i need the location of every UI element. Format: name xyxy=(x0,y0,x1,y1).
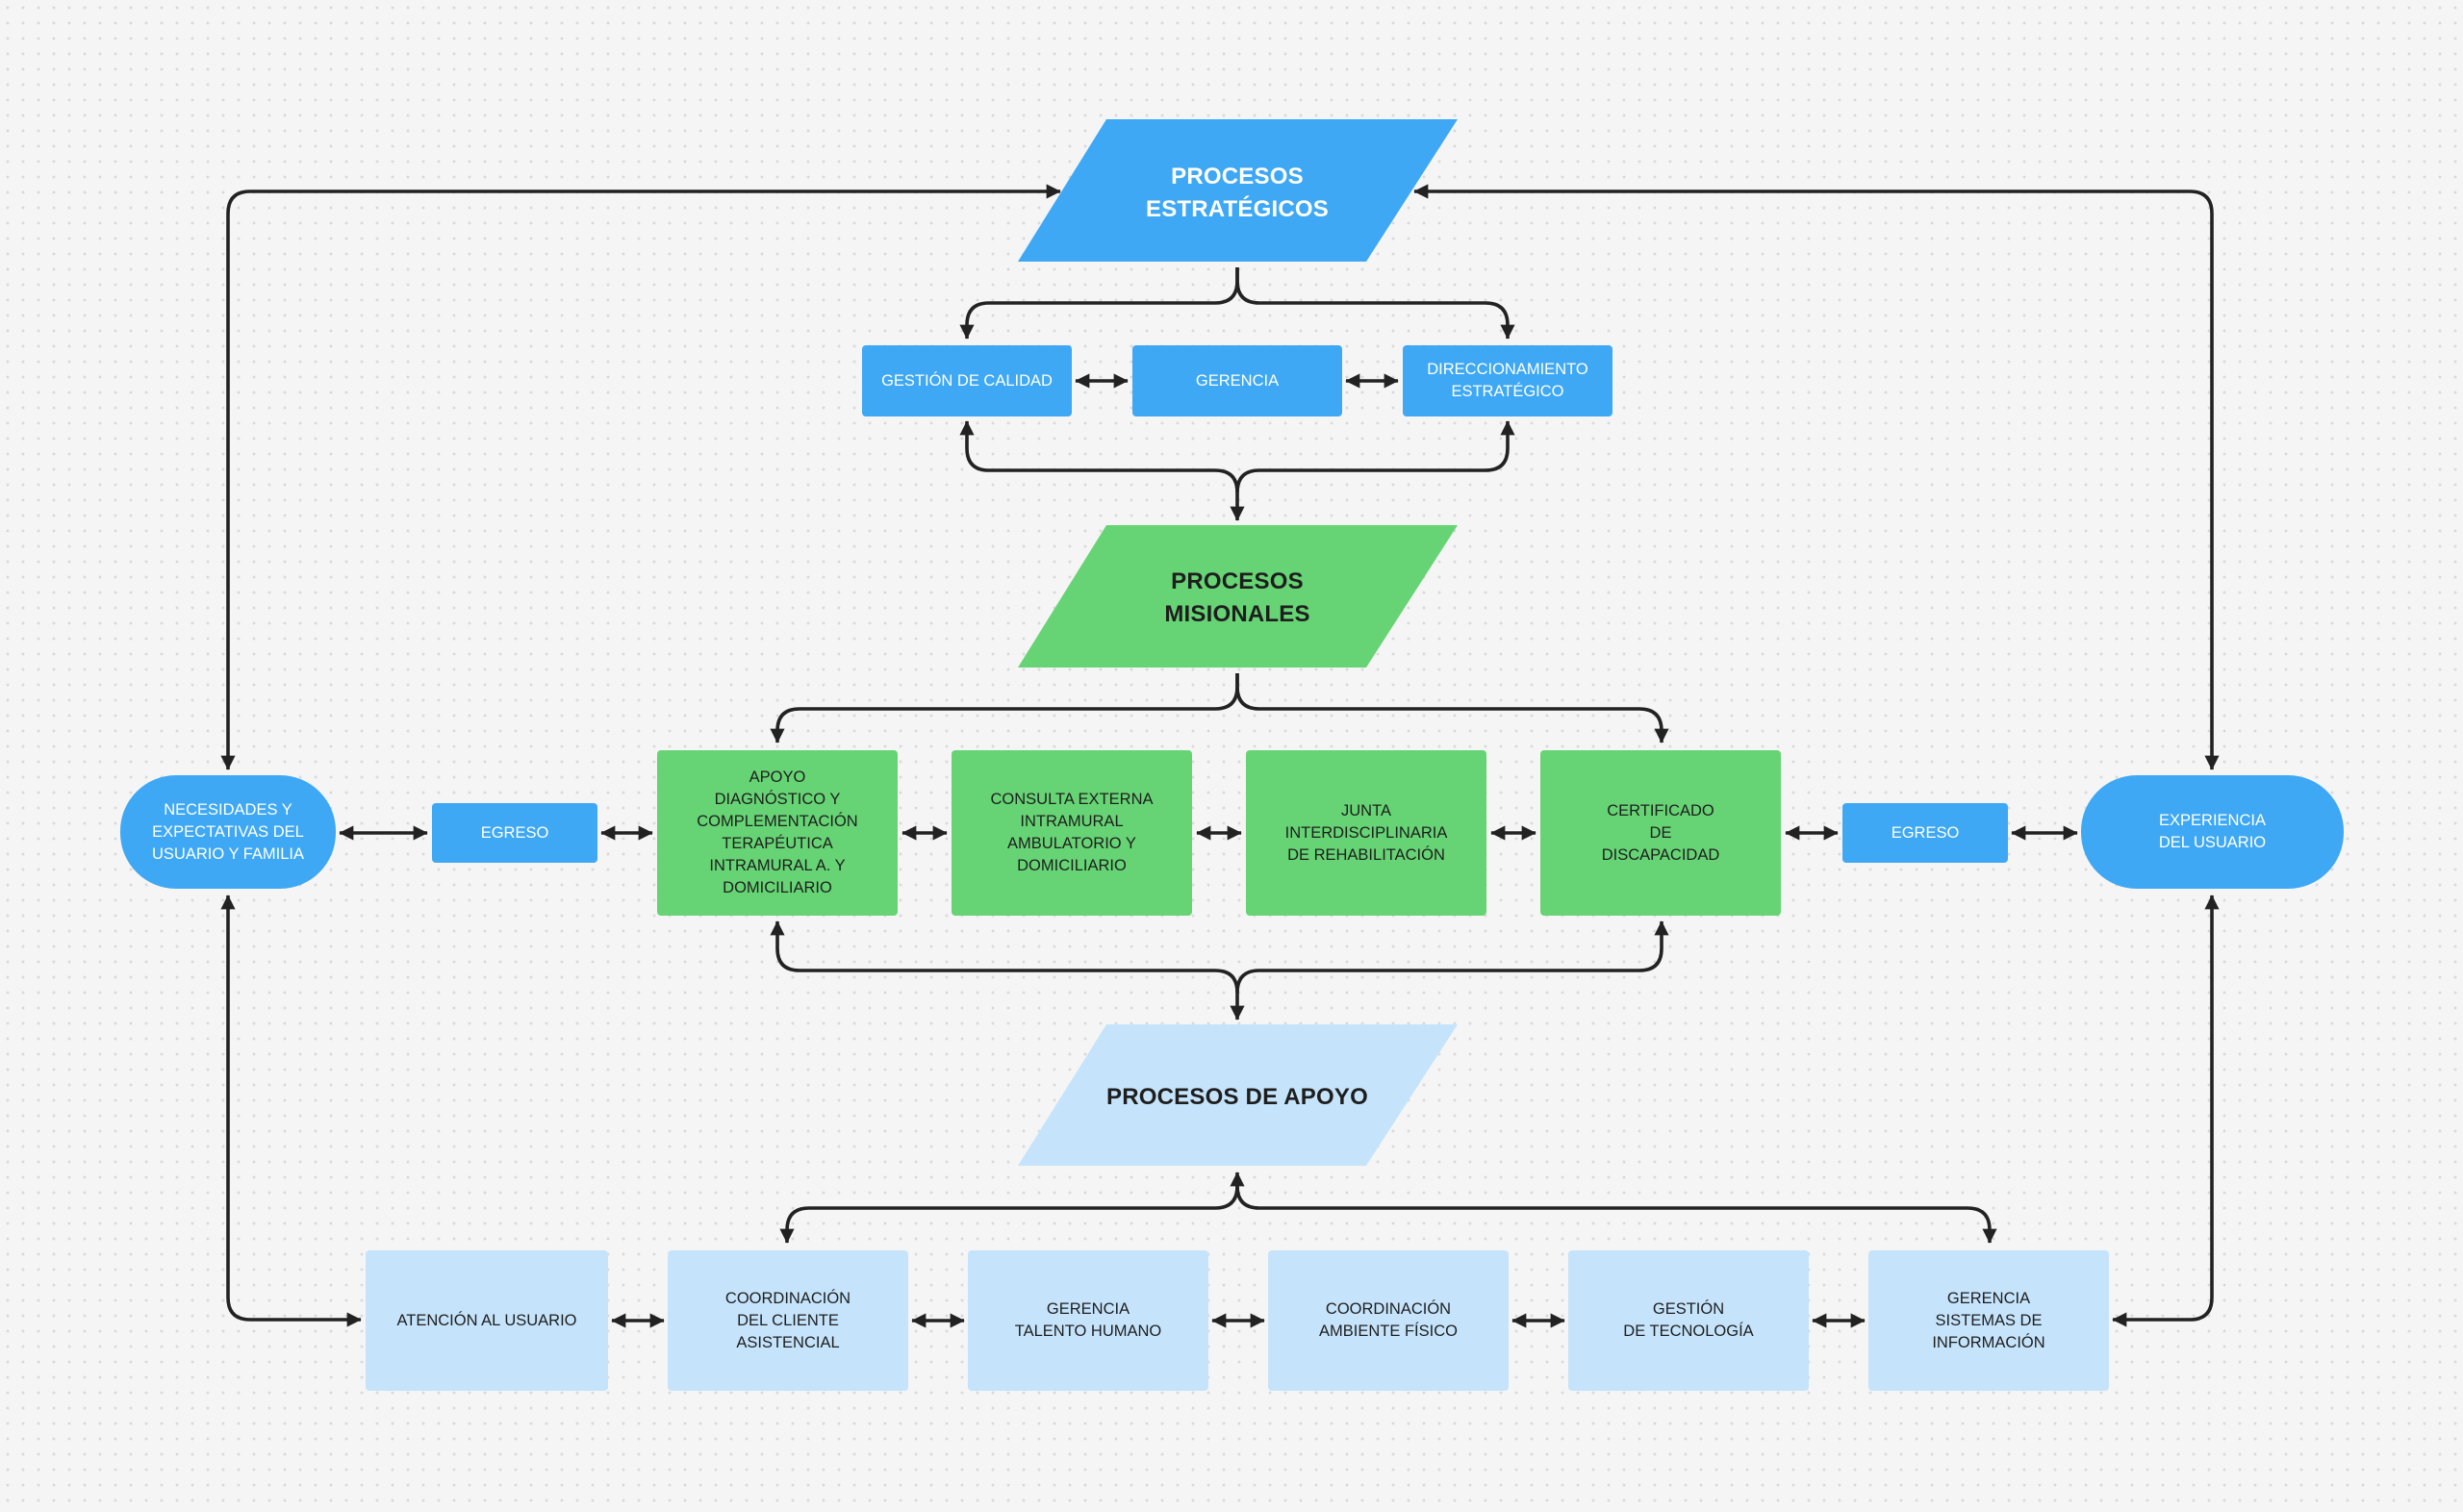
support-node-environment[interactable]: COORDINACIÓN AMBIENTE FÍSICO xyxy=(1268,1250,1509,1391)
mission-node-apoyo-diagnostico[interactable]: APOYO DIAGNÓSTICO Y COMPLEMENTACIÓN TERA… xyxy=(657,750,898,916)
mission-processes-shape[interactable] xyxy=(1018,525,1458,668)
support-node-coordination-client[interactable]: COORDINACIÓN DEL CLIENTE ASISTENCIAL xyxy=(668,1250,908,1391)
support-node-talent[interactable]: GERENCIA TALENTO HUMANO xyxy=(968,1250,1208,1391)
connector-needs-to-attention xyxy=(220,895,362,1327)
egreso-right-node[interactable]: EGRESO xyxy=(1842,803,2008,863)
strategic-processes-title-line1: PROCESOS xyxy=(1171,164,1304,189)
needs-expectations-terminal[interactable]: NECESIDADES Y EXPECTATIVAS DEL USUARIO Y… xyxy=(120,775,336,889)
support-processes-title: PROCESOS DE APOYO xyxy=(1106,1084,1368,1110)
connector-mission-to-certificado xyxy=(1235,673,1669,743)
connector-experience-to-strategic xyxy=(1413,184,2220,770)
connector-needs-to-strategic xyxy=(220,184,1061,770)
support-node-technology[interactable]: GESTIÓN DE TECNOLOGÍA xyxy=(1568,1250,1809,1391)
strategic-processes-title-line2: ESTRATÉGICOS xyxy=(1146,195,1329,222)
connector-strategic-to-quality xyxy=(959,267,1239,340)
strategic-node-direction[interactable]: DIRECCIONAMIENTO ESTRATÉGICO xyxy=(1403,345,1612,416)
mission-node-certificado[interactable]: CERTIFICADO DE DISCAPACIDAD xyxy=(1540,750,1781,916)
strategic-node-gerencia[interactable]: GERENCIA xyxy=(1132,345,1342,416)
connector-certificado-to-support xyxy=(1235,920,1669,994)
strategic-processes-shape[interactable] xyxy=(1018,119,1458,262)
connector-support-to-coordination xyxy=(779,1172,1245,1244)
connector-apoyo-diag-to-support xyxy=(770,920,1245,1021)
connector-strategic-to-direction xyxy=(1235,267,1515,340)
mission-node-consulta-externa[interactable]: CONSULTA EXTERNA INTRAMURAL AMBULATORIO … xyxy=(952,750,1192,916)
connector-direction-to-mission xyxy=(1235,420,1515,493)
connector-quality-to-mission xyxy=(959,420,1245,521)
support-processes-shape[interactable] xyxy=(1018,1024,1458,1166)
connector-mission-to-apoyo-diag xyxy=(770,673,1239,743)
egreso-left-node[interactable]: EGRESO xyxy=(432,803,597,863)
support-node-information-systems[interactable]: GERENCIA SISTEMAS DE INFORMACIÓN xyxy=(1868,1250,2109,1391)
connector-support-to-sysinfo xyxy=(1235,1185,1997,1244)
mission-node-junta[interactable]: JUNTA INTERDISCIPLINARIA DE REHABILITACI… xyxy=(1246,750,1486,916)
strategic-node-quality[interactable]: GESTIÓN DE CALIDAD xyxy=(862,345,1072,416)
mission-processes-title-line2: MISIONALES xyxy=(1164,601,1309,627)
connector-experience-to-sysinfo xyxy=(2112,895,2220,1327)
user-experience-terminal[interactable]: EXPERIENCIA DEL USUARIO xyxy=(2081,775,2344,889)
support-node-attention[interactable]: ATENCIÓN AL USUARIO xyxy=(366,1250,608,1391)
mission-processes-title-line1: PROCESOS xyxy=(1171,568,1304,594)
